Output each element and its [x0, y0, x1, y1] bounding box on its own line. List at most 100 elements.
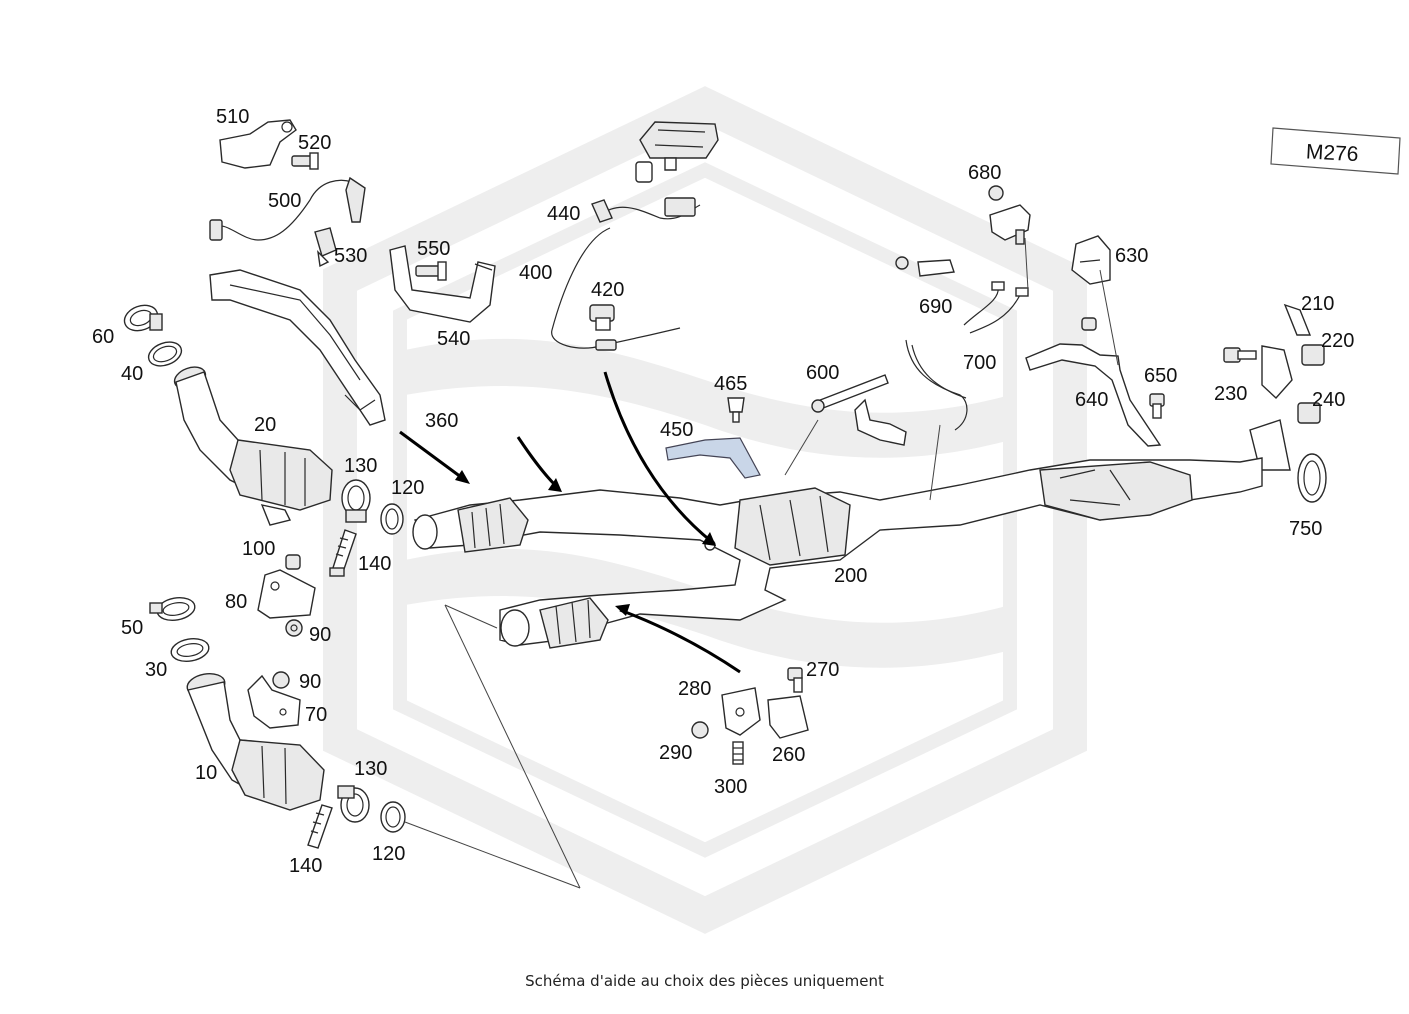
part-220-clip — [1301, 344, 1325, 366]
part-140-bolt-upper — [329, 529, 357, 577]
callout-500: 500 — [268, 190, 301, 212]
part-heat-shield-bracket — [209, 269, 386, 426]
part-120-gasket-lower — [380, 801, 406, 833]
callout-440: 440 — [547, 203, 580, 225]
callout-450: 450 — [660, 419, 693, 441]
part-270-bolt — [787, 667, 803, 693]
part-130-clamp-lower — [337, 785, 370, 823]
callout-270: 270 — [806, 659, 839, 681]
callout-630: 630 — [1115, 245, 1148, 267]
callout-280: 280 — [678, 678, 711, 700]
part-100-nut — [285, 554, 301, 570]
part-550-bolt — [415, 261, 447, 281]
part-520-bolt — [291, 152, 319, 170]
callout-80: 80 — [225, 591, 247, 613]
part-240-clip — [1297, 402, 1321, 424]
callout-700: 700 — [963, 352, 996, 374]
part-650-bolt — [1149, 393, 1165, 419]
diagram-caption: Schéma d'aide au choix des pièces unique… — [525, 972, 884, 990]
callout-230: 230 — [1214, 383, 1247, 405]
part-40-gasket — [147, 341, 183, 367]
callout-640: 640 — [1075, 389, 1108, 411]
model-label-box: M276 — [1270, 127, 1401, 175]
part-pressure-pipe — [905, 339, 968, 431]
callout-600: 600 — [806, 362, 839, 384]
part-90-nut-lower — [272, 671, 290, 689]
part-20-catalytic-converter — [173, 366, 333, 526]
part-680-pressure-sensor — [988, 185, 1031, 245]
callout-300: 300 — [714, 776, 747, 798]
callout-400: 400 — [519, 262, 552, 284]
callout-540: 540 — [437, 328, 470, 350]
callout-90-upper: 90 — [309, 624, 331, 646]
callout-20: 20 — [254, 414, 276, 436]
callout-510: 510 — [216, 106, 249, 128]
part-rear-bracket — [1249, 345, 1293, 471]
part-600-pipe — [811, 374, 907, 446]
part-750-clamp — [1297, 453, 1327, 503]
part-140-bolt-lower — [307, 804, 333, 849]
lead-lines — [404, 237, 1119, 889]
part-90-nut-upper — [285, 619, 303, 637]
part-440-clip — [591, 199, 613, 223]
part-200-exhaust-assembly — [412, 457, 1263, 649]
callout-220: 220 — [1321, 330, 1354, 352]
part-70-bracket — [247, 674, 301, 729]
part-210-bracket — [1283, 303, 1312, 336]
callout-240: 240 — [1312, 389, 1345, 411]
part-510-bracket — [219, 119, 297, 169]
callout-10: 10 — [195, 762, 217, 784]
callout-70: 70 — [305, 704, 327, 726]
callout-100: 100 — [242, 538, 275, 560]
callout-550: 550 — [417, 238, 450, 260]
arrow-heads — [455, 470, 716, 616]
callout-750: 750 — [1289, 518, 1322, 540]
model-label: M276 — [1305, 140, 1359, 166]
callout-260: 260 — [772, 744, 805, 766]
callout-30: 30 — [145, 659, 167, 681]
part-120-gasket-upper — [380, 503, 404, 535]
callout-200: 200 — [834, 565, 867, 587]
part-290-nut — [691, 721, 709, 739]
callout-290: 290 — [659, 742, 692, 764]
part-530-clip — [314, 227, 337, 268]
part-80-bracket — [257, 569, 316, 619]
part-130-clamp-upper — [341, 479, 371, 523]
callouts: 510 520 500 530 60 40 20 550 540 360 130… — [92, 106, 1354, 877]
callout-360: 360 — [425, 410, 458, 432]
callout-130-upper: 130 — [344, 455, 377, 477]
callout-120-lower: 120 — [372, 843, 405, 865]
part-465-bolt — [727, 397, 745, 423]
callout-520: 520 — [298, 132, 331, 154]
watermark-logo — [323, 86, 1087, 934]
part-300-bolt — [732, 741, 744, 765]
part-50-clamp — [149, 596, 196, 622]
pointer-arrows — [399, 371, 741, 674]
callout-40: 40 — [121, 363, 143, 385]
part-700-hose — [963, 281, 1029, 334]
part-400-module — [551, 121, 719, 351]
part-640-hanger — [1025, 317, 1162, 447]
part-260-bracket — [767, 695, 809, 739]
part-420-connector — [589, 304, 615, 331]
part-280-bracket — [721, 687, 761, 736]
callout-140-lower: 140 — [289, 855, 322, 877]
part-60-clamp — [123, 304, 163, 332]
callout-530: 530 — [334, 245, 367, 267]
callout-130-lower: 130 — [354, 758, 387, 780]
callout-420: 420 — [591, 279, 624, 301]
callout-210: 210 — [1301, 293, 1334, 315]
callout-60: 60 — [92, 326, 114, 348]
part-500-oxygen-sensor — [209, 176, 366, 241]
part-690-connector — [895, 256, 955, 277]
callout-140-upper: 140 — [358, 553, 391, 575]
part-450-bracket — [665, 437, 761, 479]
callout-120-upper: 120 — [391, 477, 424, 499]
part-30-gasket — [170, 637, 210, 663]
callout-90-lower: 90 — [299, 671, 321, 693]
callout-465: 465 — [714, 373, 747, 395]
callout-690: 690 — [919, 296, 952, 318]
callout-50: 50 — [121, 617, 143, 639]
part-230-bolt — [1223, 347, 1257, 363]
